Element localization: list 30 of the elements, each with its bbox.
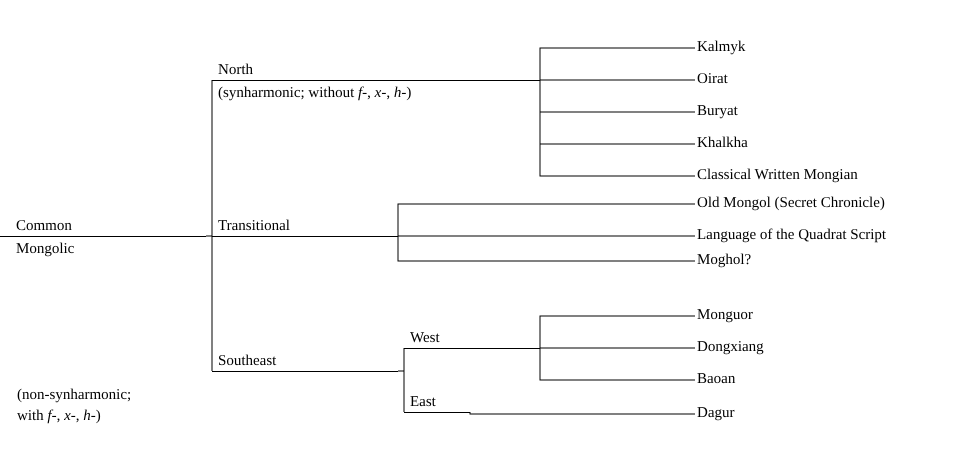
language-name: Khalkha (697, 133, 748, 153)
branch-note: (synharmonic; without f-, x-, h-) (217, 84, 412, 102)
tree-branch-line (470, 412, 696, 414)
tree-branch-line (398, 370, 404, 412)
tree-branch-line (540, 48, 696, 80)
tree-branch-line (398, 236, 696, 262)
language-name: Classical Written Mongian (697, 165, 858, 185)
language-name: Kalmyk (697, 37, 746, 57)
branch-name: Southeast (217, 352, 278, 370)
tree-branch-line (206, 236, 212, 372)
language-name: Dongxiang (697, 337, 764, 357)
branch-name: West (409, 328, 441, 348)
tree-branch-line (540, 316, 696, 348)
branch-name: East (409, 392, 437, 412)
branch-name: North (217, 60, 254, 80)
tree-branch-line (540, 348, 696, 380)
language-name: Language of the Quadrat Script (697, 225, 886, 245)
tree-branch-line (540, 80, 696, 176)
branch-name: Transitional (217, 216, 291, 236)
branch-note: Mongolic (15, 240, 76, 258)
language-name: Dagur (697, 403, 734, 423)
language-name: Monguor (697, 305, 753, 325)
language-name: Baoan (697, 369, 736, 389)
language-name: Buryat (697, 101, 738, 121)
branch-name: Common (15, 216, 73, 236)
tree-branch-line (398, 204, 696, 236)
language-name: Moghol? (697, 250, 752, 270)
language-name: Old Mongol (Secret Chronicle) (697, 193, 885, 213)
language-name: Oirat (697, 69, 728, 89)
note-text: (non-synharmonic; with f-, x-, h-) (17, 386, 132, 426)
